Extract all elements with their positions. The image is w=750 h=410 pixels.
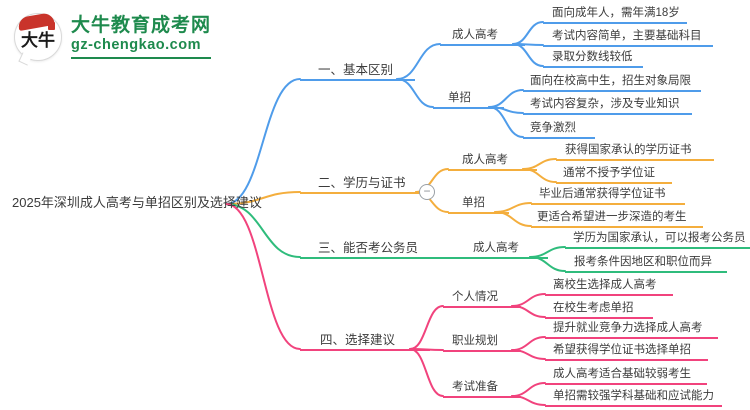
mindmap-node-b4c1[interactable]: 个人情况 <box>443 289 521 308</box>
mindmap-node-b1c2[interactable]: 单招 <box>433 90 504 109</box>
mindmap-node-l14[interactable]: 在校生考虑单招 <box>545 300 653 319</box>
mindmap-node-b1c1[interactable]: 成人高考 <box>440 27 525 46</box>
connector-b3 <box>225 203 301 258</box>
mindmap-node-b2c1[interactable]: 成人高考 <box>448 152 537 171</box>
connector-b1c1 <box>396 43 441 80</box>
mindmap-node-l1[interactable]: 面向成年人，需年满18岁 <box>543 5 687 24</box>
logo-badge-text: 大牛 <box>21 31 55 50</box>
mindmap-node-l11[interactable]: 学历为国家承认，可以报考公务员 <box>565 230 750 249</box>
mindmap-node-l15[interactable]: 提升就业竞争力选择成人高考 <box>545 320 718 339</box>
mindmap-node-b4c2[interactable]: 职业规划 <box>443 333 521 352</box>
connector-b1c2 <box>396 78 434 108</box>
site-name: 大牛教育成考网 <box>71 15 212 36</box>
mindmap-node-b2c2[interactable]: 单招 <box>448 195 509 214</box>
connector-b1 <box>225 78 301 205</box>
connector-b4c3 <box>409 348 444 397</box>
mindmap-root-node[interactable]: 2025年深圳成人高考与单招区别及选择建议 <box>12 195 262 210</box>
mindmap-node-b4[interactable]: 四、选择建议 <box>300 332 430 351</box>
mindmap-node-l13[interactable]: 离校生选择成人高考 <box>545 277 673 296</box>
mindmap-node-l2[interactable]: 考试内容简单，主要基础科目 <box>543 28 713 47</box>
logo-text-block: 大牛教育成考网 gz-chengkao.com <box>71 15 212 59</box>
mindmap-node-l18[interactable]: 单招需较强学科基础和应试能力 <box>545 388 722 407</box>
connector-b4 <box>225 203 301 350</box>
connector-l10 <box>494 211 532 227</box>
logo-seal-icon <box>48 22 55 30</box>
connector-l6 <box>488 106 524 138</box>
connector-l3 <box>512 43 544 67</box>
connector-b2 <box>225 191 301 205</box>
collapse-toggle-icon[interactable]: − <box>419 184 435 200</box>
site-url: gz-chengkao.com <box>71 37 201 53</box>
mindmap-node-b3c1[interactable]: 成人高考 <box>455 240 548 259</box>
mindmap-node-l8[interactable]: 通常不授予学位证 <box>556 165 672 184</box>
mindmap-node-l10[interactable]: 更适合希望进一步深造的考生 <box>531 209 703 228</box>
mindmap-node-b1[interactable]: 一、基本区别 <box>300 62 415 81</box>
mindmap-node-l12[interactable]: 报考条件因地区和职位而异 <box>565 254 727 273</box>
mindmap-node-l5[interactable]: 考试内容复杂，涉及专业知识 <box>523 96 692 115</box>
mindmap-node-l6[interactable]: 竞争激烈 <box>523 120 595 139</box>
mindmap-node-b4c3[interactable]: 考试准备 <box>443 379 521 398</box>
mindmap-node-l7[interactable]: 获得国家承认的学历证书 <box>556 142 714 161</box>
connector-l12 <box>529 256 566 272</box>
mindmap-node-l16[interactable]: 希望获得学位证书选择单招 <box>545 342 708 361</box>
mindmap-node-l4[interactable]: 面向在校高中生，招生对象局限 <box>523 73 701 92</box>
connector-b4c1 <box>409 305 444 350</box>
mindmap-node-b2[interactable]: 二、学历与证书 <box>300 175 434 194</box>
logo-cow-icon: 大牛 <box>14 11 62 66</box>
mindmap-node-l9[interactable]: 毕业后通常获得学位证书 <box>531 186 685 205</box>
site-logo[interactable]: 大牛 大牛教育成考网 gz-chengkao.com <box>14 11 212 66</box>
mindmap-node-l3[interactable]: 录取分数线较低 <box>543 49 643 68</box>
mindmap-node-b3[interactable]: 三、能否考公务员 <box>300 240 473 259</box>
mindmap-node-l17[interactable]: 成人高考适合基础较弱考生 <box>545 366 707 385</box>
